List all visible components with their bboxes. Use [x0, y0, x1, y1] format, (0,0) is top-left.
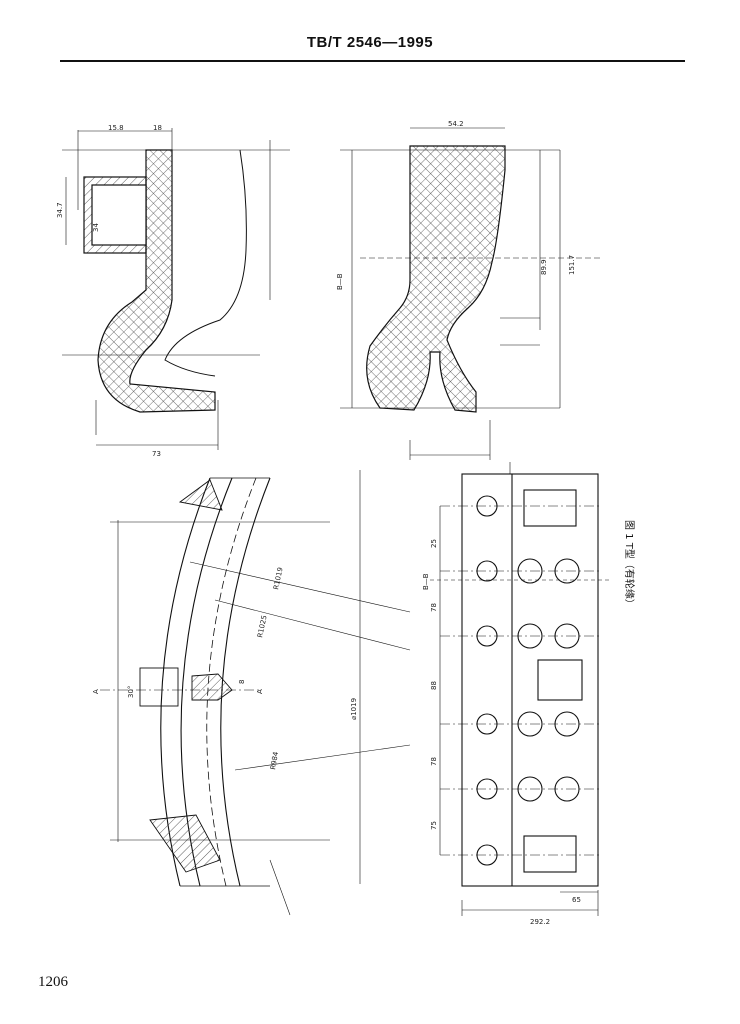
section-bb-label: B—B — [336, 273, 344, 290]
page-number: 1206 — [38, 974, 68, 990]
label-radius-small: R984 — [269, 750, 280, 770]
section-b-left: B—B — [422, 573, 430, 590]
label-slot: 8 — [238, 680, 246, 684]
label-left-bottom-width: 73 — [152, 450, 161, 458]
section-bb-right — [340, 127, 600, 460]
standard-number-header: TB/T 2546—1995 — [306, 34, 434, 51]
label-hole-spacing-1: 25 — [430, 539, 438, 548]
label-left-height: 34.7 — [56, 202, 64, 218]
label-top-left-right: 18 — [153, 124, 162, 132]
label-left-small: 34 — [92, 223, 100, 232]
label-top-right-width: 54.2 — [448, 120, 464, 128]
label-hole-spacing-2: 78 — [430, 603, 438, 612]
label-diameter: ⌀1019 — [350, 698, 358, 720]
profile-section-left — [62, 128, 290, 450]
label-top-left-width: 15.8 — [108, 124, 124, 132]
hole-pattern-view — [430, 462, 612, 916]
plan-view-arc — [100, 470, 411, 916]
view-a-label-left: A — [92, 689, 100, 694]
label-right-mid: 89.9 — [540, 259, 548, 275]
header-rule — [60, 60, 685, 62]
label-bottom-overall: 292.2 — [530, 918, 550, 926]
label-right-total: 151.7 — [568, 255, 576, 275]
label-hole-spacing-4: 78 — [430, 757, 438, 766]
label-angle: 30° — [127, 686, 135, 698]
label-hole-spacing-3: 88 — [430, 681, 438, 690]
label-radius-mid: R1025 — [256, 615, 269, 639]
label-bottom-right: 65 — [572, 896, 581, 904]
label-hole-spacing-5: 75 — [430, 821, 438, 830]
label-radius-big: R1019 — [272, 567, 285, 591]
view-a-label-right: A — [256, 689, 264, 694]
figure-caption: 图 1 T型（有轮缘） — [623, 520, 634, 609]
